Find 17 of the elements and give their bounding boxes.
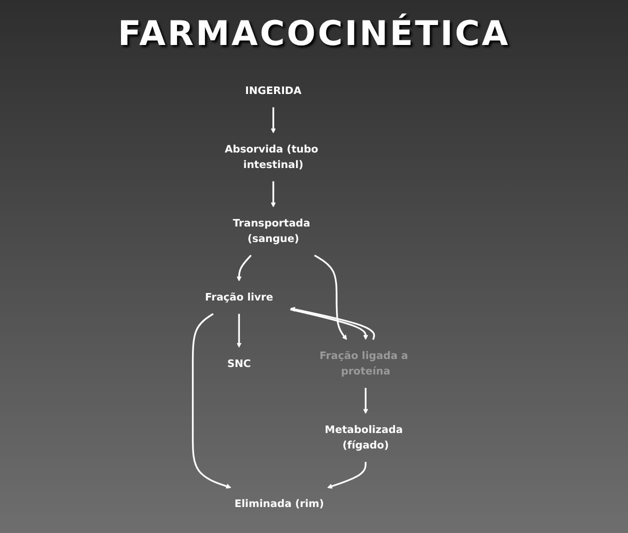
diagram-title: FARMACOCINÉTICA xyxy=(118,14,510,54)
arrow xyxy=(270,181,276,208)
arrow xyxy=(236,254,252,282)
arrow xyxy=(192,313,232,489)
arrow xyxy=(236,314,242,348)
arrow xyxy=(327,462,366,489)
node-text: INGERIDA xyxy=(245,84,302,97)
node-text: Eliminada (rim) xyxy=(234,498,324,510)
node-text: Transportada (sangue) xyxy=(232,217,310,245)
arrow xyxy=(314,254,347,340)
arrow xyxy=(270,107,276,134)
node-text: SNC xyxy=(227,358,251,370)
arrow xyxy=(363,388,368,414)
node-text: Fração ligada a proteína xyxy=(320,350,408,378)
node-text: Absorvida (tubo intestinal) xyxy=(224,143,318,171)
node-text: Metabolizada (fígado) xyxy=(324,424,403,452)
node-text: Fração livre xyxy=(204,291,274,304)
